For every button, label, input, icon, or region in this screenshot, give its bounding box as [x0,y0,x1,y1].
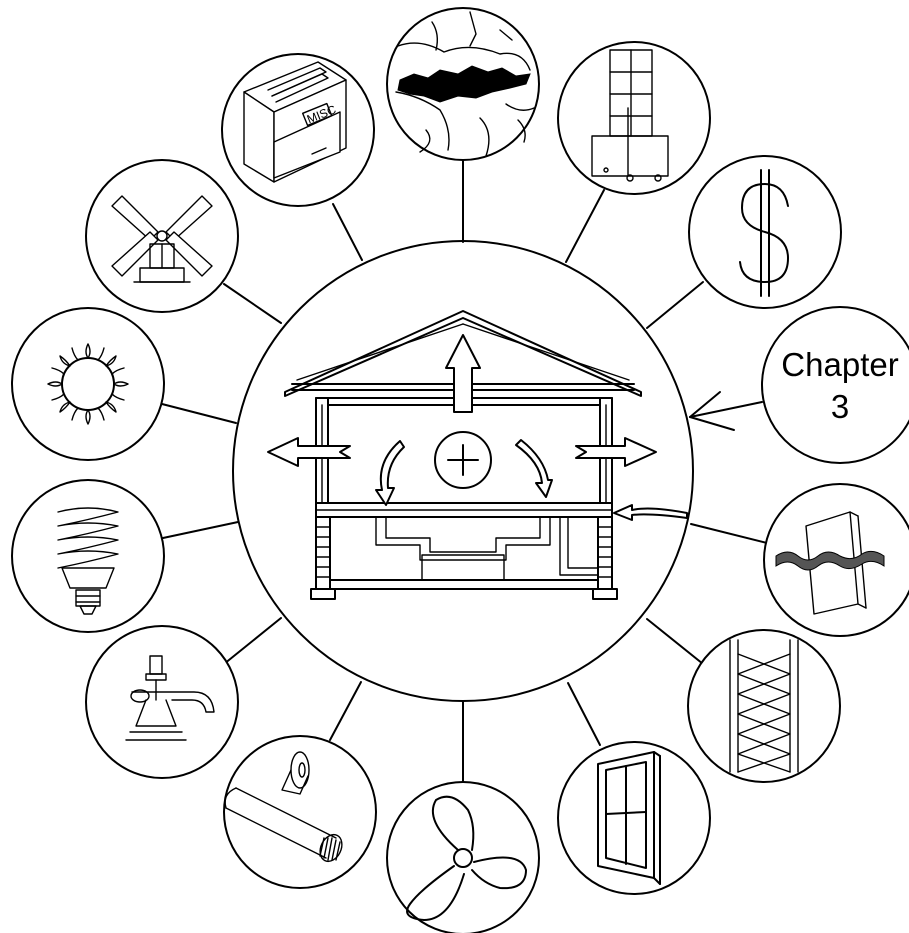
windmill-icon [85,159,239,313]
sun-icon [11,307,165,461]
duct-and-tape-icon [223,735,377,889]
spoke-lines [161,159,776,791]
duct-chase-icon [557,41,711,195]
chapter-3-marker: Chapter 3 [689,306,909,464]
house-cross-section-icon [267,310,688,600]
chapter-word: Chapter [781,346,898,383]
faucet-icon [85,625,239,779]
ceiling-fan-icon [386,781,540,933]
cfl-bulb-icon [11,479,165,633]
dollar-icon [688,155,842,309]
file-cabinet-icon: MISC [221,53,375,207]
air-barrier-icon [763,483,909,637]
insulation-batt-icon [687,629,841,783]
chapter-number: 3 [831,388,849,425]
window-icon [557,741,711,895]
regional-map-icon [386,7,540,161]
center-hub [232,240,694,702]
